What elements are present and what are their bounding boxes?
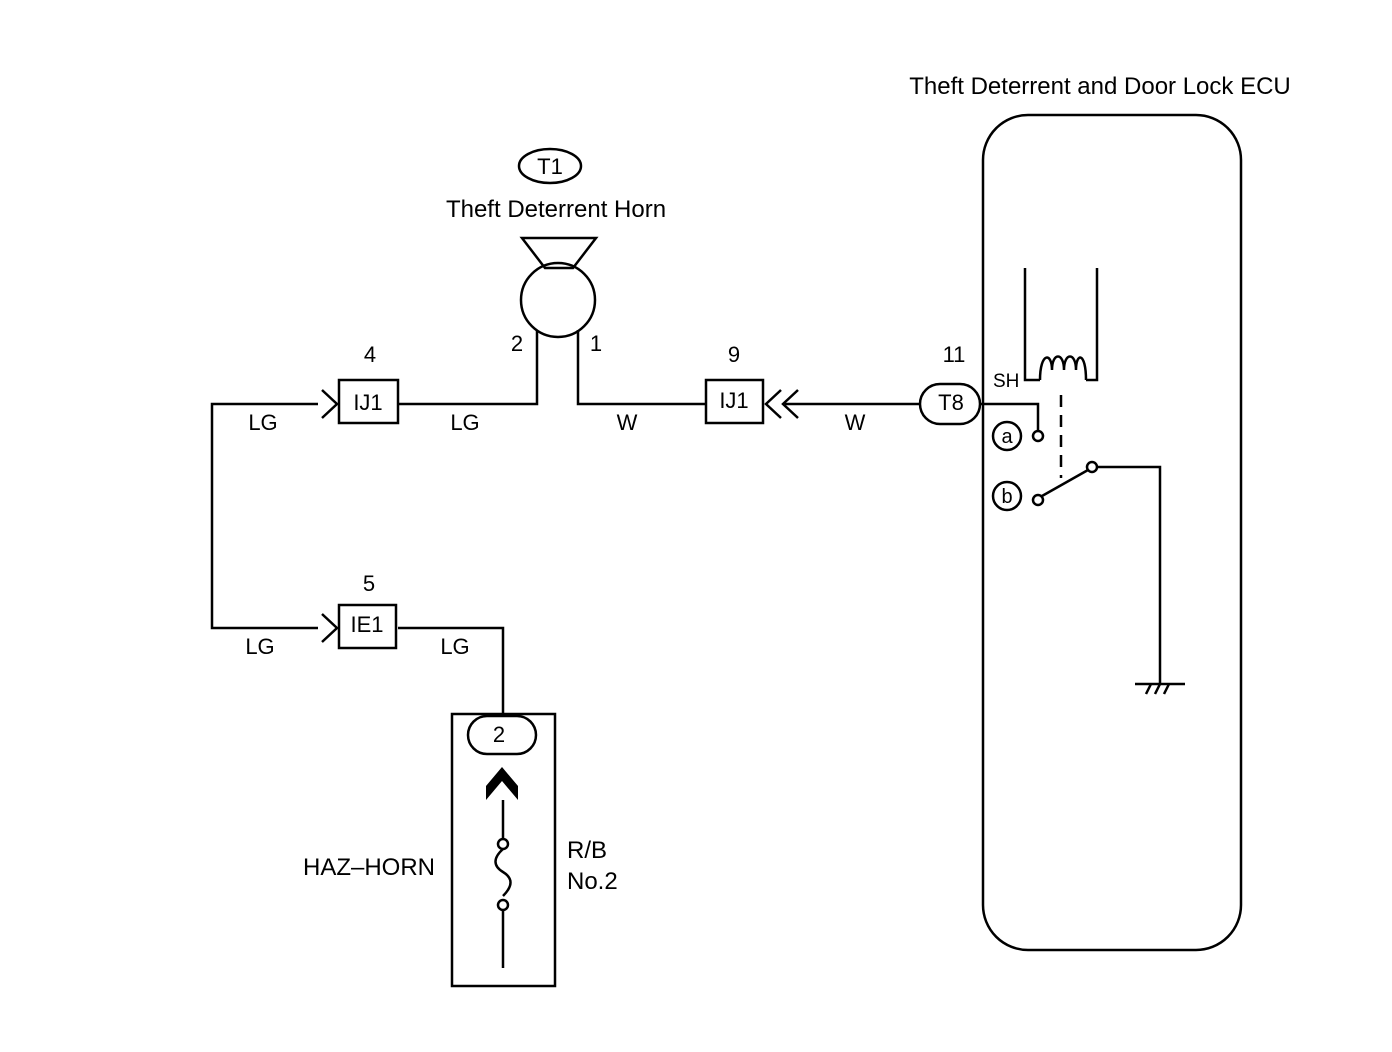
wire-ground	[1097, 465, 1162, 684]
ecu-connector-pin: 11	[943, 342, 966, 367]
ground-icon	[1135, 682, 1185, 695]
fuse-icon	[494, 800, 512, 968]
junction-ij1-left-label: IJ1	[353, 390, 382, 415]
relay-switch-icon	[1031, 460, 1099, 507]
chevron-ij1-right-icon	[764, 389, 782, 419]
horn-symbol-icon	[519, 236, 599, 339]
wire-label-lg-2: LG	[450, 410, 479, 435]
junction-ie1-box	[337, 603, 398, 650]
horn-pin-left: 2	[511, 331, 523, 356]
wire-label-w-2: W	[845, 410, 866, 435]
wire-lg-horn	[398, 330, 539, 406]
wire-label-lg-1: LG	[248, 410, 277, 435]
junction-ie1-pin: 5	[363, 571, 375, 596]
fuse-label: HAZ–HORN	[303, 854, 435, 881]
junction-ij1-left-pin: 4	[364, 342, 376, 367]
ecu-terminal-sh: SH	[993, 371, 1019, 392]
relay-block-pin: 2	[493, 722, 505, 747]
chevron-ij1-right-2-icon	[781, 389, 799, 419]
contact-a-label: a	[1001, 426, 1013, 448]
chevron-ij1-left-icon	[321, 389, 339, 419]
horn-title: Theft Deterrent Horn	[446, 196, 666, 223]
relay-block-connector-pill	[466, 714, 538, 756]
contact-b-marker-icon	[991, 480, 1023, 512]
wire-label-lg-4: LG	[440, 634, 469, 659]
junction-ij1-left-box	[337, 378, 400, 425]
ecu-outline	[981, 113, 1243, 952]
junction-ij1-right-box	[704, 378, 765, 425]
wire-label-w-1: W	[617, 410, 638, 435]
horn-connector-label: T1	[537, 154, 563, 179]
relay-block-outline	[450, 712, 557, 988]
relay-coil-icon	[1023, 268, 1099, 382]
contact-b-label: b	[1001, 486, 1012, 508]
ecu-connector-label: T8	[938, 390, 964, 415]
junction-ie1-label: IE1	[350, 612, 383, 637]
chevron-ie1-icon	[321, 613, 339, 643]
junction-ij1-right-label: IJ1	[719, 388, 748, 413]
wire-lg-rb	[398, 626, 505, 715]
junction-ij1-right-pin: 9	[728, 342, 740, 367]
contact-a-terminal	[1031, 429, 1045, 443]
horn-pin-right: 1	[590, 331, 602, 356]
contact-a-marker-icon	[991, 420, 1023, 452]
relay-block-arrow-icon	[486, 767, 518, 800]
relay-block-name-1: R/B	[567, 837, 607, 864]
horn-connector-oval	[517, 147, 583, 185]
wire-w-horn	[576, 330, 706, 406]
relay-block-name-2: No.2	[567, 868, 618, 895]
wire-label-lg-3: LG	[245, 634, 274, 659]
wire-lg-loop	[210, 402, 318, 630]
ecu-title: Theft Deterrent and Door Lock ECU	[909, 73, 1291, 100]
wire-ecu-contact-a	[980, 402, 1040, 430]
